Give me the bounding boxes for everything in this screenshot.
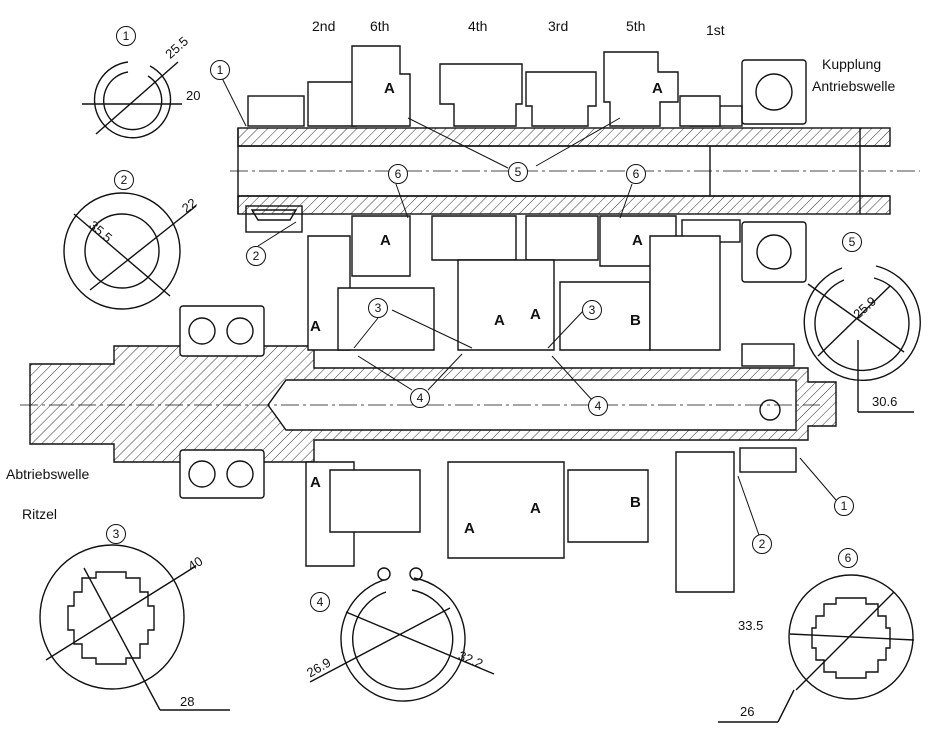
snap-ring-6-callout: 6 [838, 548, 858, 568]
letter-b: B [630, 494, 641, 511]
gear-label-4th: 4th [468, 18, 488, 34]
lower-gears [305, 235, 797, 593]
snap-ring-5-dim-outer: 30.6 [872, 394, 898, 409]
snap-ring-6-dim-inner: 26 [740, 704, 755, 719]
letter-a: A [310, 318, 321, 335]
label-antriebswelle: Antriebswelle [812, 78, 896, 94]
callout-3: 3 [582, 300, 602, 320]
label-abtriebswelle: Abtriebswelle [6, 466, 90, 482]
snap-ring-5-callout: 5 [842, 232, 862, 252]
callout-6: 6 [388, 164, 408, 184]
snap-ring-1-drawing [82, 61, 182, 139]
label-ritzel: Ritzel [22, 506, 58, 522]
letter-b: B [630, 312, 641, 329]
input-bearing-left [245, 95, 305, 233]
letter-a: A [530, 500, 541, 517]
gear-4th-upper [439, 63, 523, 127]
snap-ring-4-drawing [309, 567, 495, 702]
callout-4: 4 [410, 388, 430, 408]
gear-5th-upper [603, 51, 679, 127]
snap-ring-1-dim-inner: 20 [186, 88, 201, 103]
leader-lines [221, 77, 837, 539]
snap-ring-2-callout: 2 [114, 170, 134, 190]
gear-label-3rd: 3rd [548, 18, 569, 34]
gear-label-6th: 6th [370, 18, 390, 34]
callout-3: 3 [368, 298, 388, 318]
gear-4th-lower [431, 215, 517, 261]
snap-ring-3-dim-inner: 28 [180, 694, 195, 709]
callout-2: 2 [752, 534, 772, 554]
callout-5: 5 [508, 162, 528, 182]
hub-4-3-top [457, 259, 555, 351]
letter-a: A [652, 80, 663, 97]
gear-2nd-upper [307, 81, 357, 127]
gear-6th-upper [351, 45, 411, 127]
callout-6: 6 [626, 164, 646, 184]
gear-label-5th: 5th [626, 18, 646, 34]
callout-2: 2 [246, 246, 266, 266]
callout-4: 4 [588, 396, 608, 416]
snap-ring-1-callout: 1 [116, 26, 136, 46]
gear-1st-upper [679, 95, 721, 127]
gear-3rd-lower [525, 215, 599, 261]
output-shaft [20, 345, 837, 463]
gear-6th-lower [351, 215, 411, 277]
gear-6th-out-bottom [329, 469, 421, 533]
snap-ring-2-drawing [63, 192, 197, 310]
input-shaft [230, 127, 920, 215]
snap-ring-3-drawing [39, 544, 230, 711]
letter-a: A [310, 474, 321, 491]
gear-label-2nd: 2nd [312, 18, 336, 34]
letter-a: A [380, 232, 391, 249]
gear-1st-out-top [649, 235, 721, 351]
gear-5th-out-bottom [567, 469, 649, 543]
hub-4-3-bottom [447, 461, 565, 559]
letter-a: A [494, 312, 505, 329]
label-kupplung: Kupplung [822, 56, 882, 72]
snap-ring-6-drawing [718, 574, 915, 723]
snap-ring-4-callout: 4 [310, 592, 330, 612]
letter-a: A [464, 520, 475, 537]
gear-3rd-upper [525, 71, 597, 127]
snap-ring-5-drawing [803, 265, 921, 413]
letter-a: A [384, 80, 395, 97]
gear-label-1st: 1st [706, 22, 725, 38]
snap-ring-3-callout: 3 [106, 524, 126, 544]
gear-6th-out-top [337, 287, 435, 351]
upper-gears [307, 45, 721, 277]
gear-1st-out-bottom [675, 451, 735, 593]
snap-ring-6-dim-outer: 33.5 [738, 618, 764, 633]
callout-1: 1 [834, 496, 854, 516]
letter-a: A [632, 232, 643, 249]
letter-a: A [530, 306, 541, 323]
output-bearing-left [179, 305, 265, 499]
callout-1: 1 [210, 60, 230, 80]
